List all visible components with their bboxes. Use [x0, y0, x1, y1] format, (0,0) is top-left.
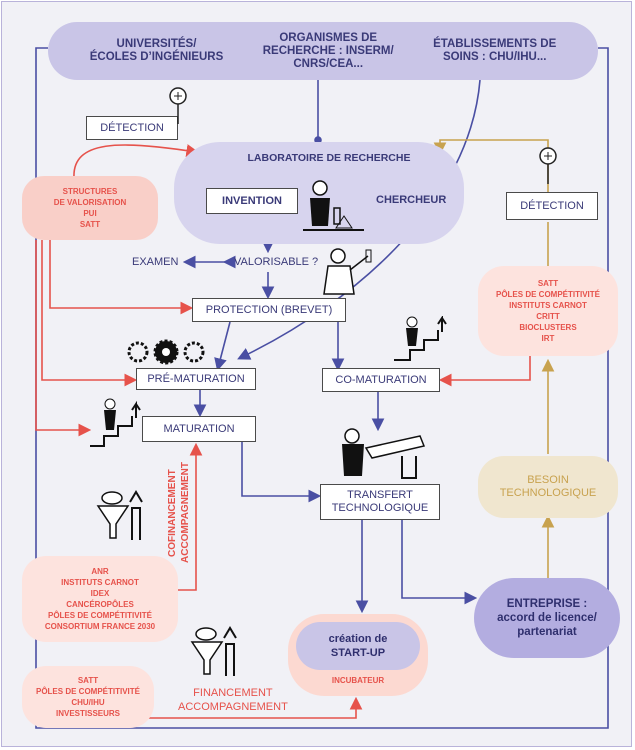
anr-line-4: CANCÉROPÔLES — [66, 600, 134, 609]
cofinancement-label: COFINANCEMENT ACCOMPAGNEMENT — [167, 462, 191, 564]
maturation-box: MATURATION — [142, 416, 256, 442]
satt-bottom-line-4: INVESTISSEURS — [55, 709, 120, 718]
financement-label: FINANCEMENT ACCOMPAGNEMENT — [178, 687, 288, 713]
lens-icon — [169, 87, 187, 124]
startup-outer-node: création de START-UP INCUBATEUR — [288, 614, 428, 696]
startup-label: création de START-UP — [328, 633, 388, 659]
anr-line-6: CONSORTIUM FRANCE 2030 — [44, 622, 156, 631]
satt-right-line-3: INSTITUTS CARNOT — [509, 301, 587, 310]
edge-transfert-entreprise — [401, 520, 478, 605]
besoin-node: BESOIN TECHNOLOGIQUE — [478, 456, 618, 518]
satt-right-line-2: PÔLES DE COMPÉTITIVITÉ — [495, 290, 600, 299]
satt-bottom-node: SATT PÔLES DE COMPÉTITIVITÉ CHU/IHU INVE… — [22, 666, 154, 728]
anr-node: ANR INSTITUTS CARNOT IDEX CANCÉROPÔLES P… — [22, 556, 178, 642]
organismes-label: ORGANISMES DE RECHERCHE : INSERM/ CNRS/C… — [262, 31, 394, 70]
edge-valo-to-lab — [73, 144, 200, 179]
lens-icon — [539, 147, 557, 184]
anr-line-5: PÔLES DE COMPÉTITIVITÉ — [47, 611, 152, 620]
institutions-bar: UNIVERSITÉS/ ÉCOLES D’INGÉNIEURS ORGANIS… — [48, 22, 598, 80]
stairs-climber-icon — [90, 398, 141, 447]
gears-icon — [127, 339, 205, 365]
transfert-box: TRANSFERT TECHNOLOGIQUE — [320, 484, 440, 520]
funnel-growth-icon — [190, 626, 237, 676]
valorisable-label: VALORISABLE ? — [234, 256, 319, 268]
satt-right-line-4: CRITT — [536, 312, 560, 321]
edge-satt-bottom-to-startup — [138, 696, 363, 719]
satt-bottom-line-3: CHU/IHU — [71, 698, 105, 707]
edge-protection-premat — [214, 321, 231, 372]
thinker-icon — [323, 248, 372, 295]
incubateur-label: INCUBATEUR — [331, 676, 385, 685]
transfert-label: TRANSFERT TECHNOLOGIQUE — [331, 489, 429, 514]
co-maturation-box: CO-MATURATION — [322, 368, 440, 392]
structures-line-4: SATT — [79, 220, 101, 229]
edge-valo-to-premat — [41, 240, 138, 387]
protection-label: PROTECTION (BREVET) — [205, 304, 333, 316]
stairs-climber-icon — [394, 316, 447, 361]
startup-inner-node: création de START-UP — [296, 622, 420, 670]
edge-anr-to-maturation — [178, 442, 203, 591]
edge-maturation-transfert — [241, 440, 322, 503]
invention-label: INVENTION — [222, 195, 282, 207]
universites-label: UNIVERSITÉS/ ÉCOLES D’INGÉNIEURS — [89, 38, 224, 63]
invention-box: INVENTION — [206, 188, 298, 214]
structures-valorisation-node: STRUCTURES DE VALORISATION PUI SATT — [22, 176, 158, 240]
funnel-growth-icon — [96, 490, 143, 540]
satt-bottom-line-2: PÔLES DE COMPÉTITIVITÉ — [35, 687, 140, 696]
entreprise-label: ENTREPRISE : accord de licence/ partenar… — [497, 598, 597, 638]
chercheur-label: CHERCHEUR — [376, 194, 447, 206]
mechanic-icon — [342, 428, 426, 479]
structures-line-1: STRUCTURES — [62, 187, 118, 196]
detection-left-box: DÉTECTION — [86, 116, 178, 140]
satt-right-node: SATT PÔLES DE COMPÉTITIVITÉ INSTITUTS CA… — [478, 266, 618, 356]
laboratory-title: LABORATOIRE DE RECHERCHE — [247, 152, 411, 164]
structures-line-3: PUI — [83, 209, 97, 218]
edge-left-rail — [35, 47, 609, 729]
structures-line-2: DE VALORISATION — [53, 198, 127, 207]
maturation-label: MATURATION — [163, 423, 235, 435]
anr-line-2: INSTITUTS CARNOT — [61, 578, 139, 587]
anr-line-3: IDEX — [90, 589, 110, 598]
edge-valo-to-protection — [49, 240, 194, 315]
satt-right-line-6: IRT — [541, 334, 555, 343]
pre-maturation-label: PRÉ-MATURATION — [147, 373, 245, 385]
etablissements-label: ÉTABLISSEMENTS DE SOINS : CHU/IHU... — [433, 38, 557, 63]
researcher-icon — [303, 180, 364, 231]
satt-right-line-5: BIOCLUSTERS — [519, 323, 577, 332]
edge-satt-to-comat — [438, 356, 531, 387]
satt-right-line-1: SATT — [537, 279, 559, 288]
pre-maturation-box: PRÉ-MATURATION — [136, 368, 256, 390]
protection-box: PROTECTION (BREVET) — [192, 298, 346, 322]
satt-bottom-line-1: SATT — [77, 676, 99, 685]
examen-label: EXAMEN — [132, 256, 179, 268]
co-maturation-label: CO-MATURATION — [335, 374, 427, 386]
anr-line-1: ANR — [91, 567, 109, 576]
besoin-label: BESOIN TECHNOLOGIQUE — [499, 474, 597, 499]
entreprise-node: ENTREPRISE : accord de licence/ partenar… — [474, 578, 620, 658]
edge-valo-to-maturation — [35, 240, 92, 437]
detection-left-label: DÉTECTION — [100, 122, 164, 134]
detection-right-box: DÉTECTION — [506, 192, 598, 220]
detection-right-label: DÉTECTION — [520, 200, 584, 212]
